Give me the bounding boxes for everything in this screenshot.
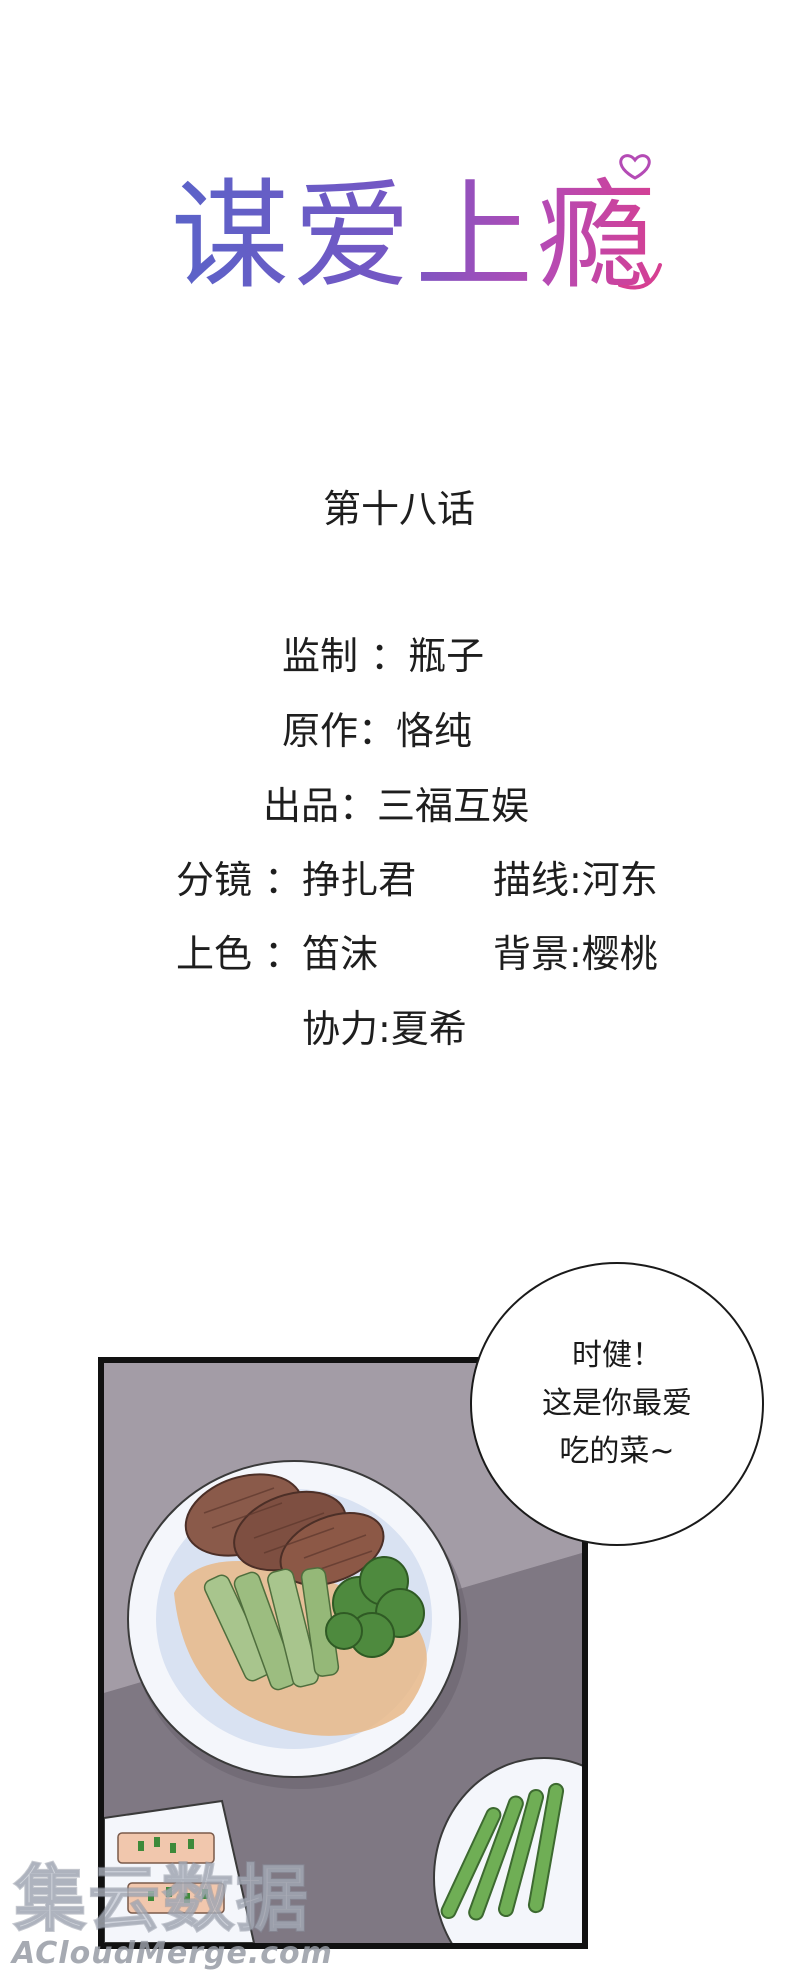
credit-background: 背景:樱桃 (493, 932, 658, 976)
credit-publisher: 出品：三福互娱 (263, 784, 530, 828)
bubble-line: 时健！ (572, 1338, 662, 1373)
logo-text: 谋爱上瘾 (165, 140, 665, 310)
food-illustration (104, 1363, 582, 1943)
credit-coloring: 上色 ：笛沫 (176, 932, 379, 976)
broccoli (325, 1556, 425, 1658)
credit-assist: 协力:夏希 (302, 1007, 467, 1051)
logo-heart-decor (618, 154, 662, 290)
comic-panel (98, 1357, 588, 1949)
green-strips (203, 1567, 340, 1691)
credit-lineart: 描线:河东 (493, 858, 658, 902)
bubble-line: 吃的菜~ (559, 1434, 675, 1469)
watermark-logo-text: 集云数据 (13, 1856, 311, 1942)
watermark-url: ACloudMerge.com (12, 1936, 333, 1971)
credit-storyboard: 分镜 ：挣扎君 (176, 858, 417, 902)
comic-title-logo: 谋爱上瘾 (165, 140, 665, 310)
credit-supervisor: 监制 ：瓶子 (282, 634, 485, 678)
chapter-title: 第十八话 (323, 487, 476, 531)
credit-original-author: 原作：恪纯 (282, 709, 473, 753)
bubble-line: 这是你最爱 (542, 1386, 692, 1421)
meat-slices (184, 1473, 385, 1586)
watermark: 集云数据 ACloudMerge.com (4, 1840, 384, 1971)
speech-bubble: 时健！ 这是你最爱 吃的菜~ (470, 1262, 764, 1546)
